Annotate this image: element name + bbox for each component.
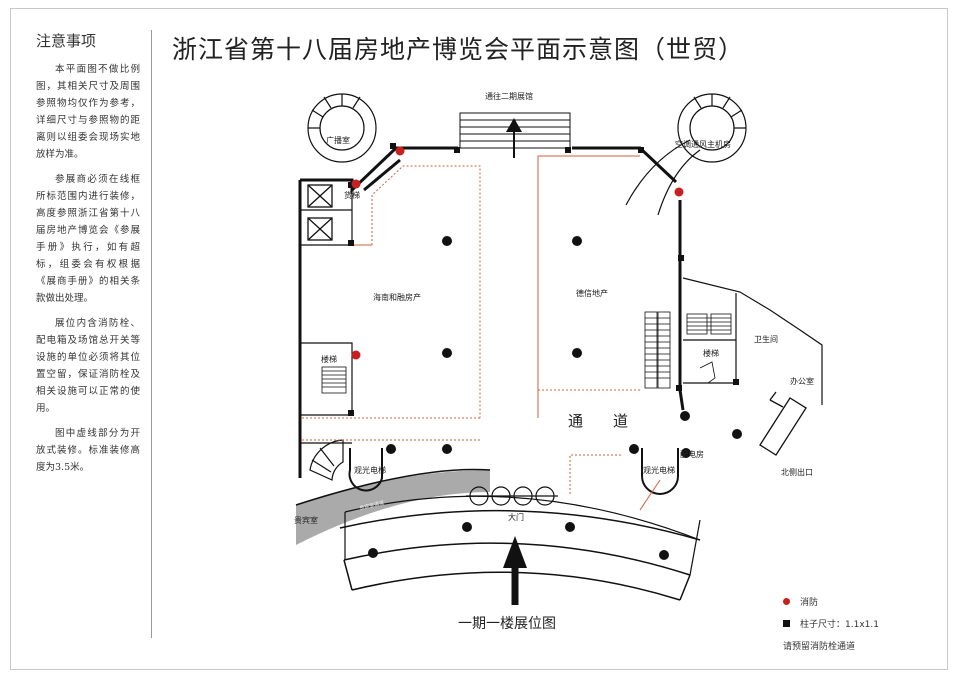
label-broadcast: 广播室 [326, 135, 350, 145]
notes-paragraph-4: 图中虚线部分为开放式装修。标准装修高度为3.5米。 [36, 428, 140, 473]
notes-paragraph-1: 本平面图不做比例图，其相关尺寸及周围参照物均仅作为参考，详细尺寸与参照物的距离则… [36, 64, 140, 160]
freight-elevators [307, 184, 333, 241]
notes-divider [151, 30, 152, 638]
label-elevator-left: 观光电梯 [354, 465, 386, 475]
legend-column-label: 柱子尺寸：1.1x1.1 [800, 619, 879, 630]
label-office: 办公室 [790, 376, 814, 386]
escalator [644, 311, 671, 389]
label-power-room: 配电房 [680, 449, 704, 459]
legend-hydrant: 消防 [783, 590, 879, 612]
label-booth-left: 海南和融房产 [373, 292, 421, 302]
label-booth-right: 德信地产 [576, 288, 608, 298]
stairs-left [321, 366, 347, 394]
booth-outlines [302, 155, 661, 511]
label-main-gate: 大门 [508, 512, 524, 522]
legend-note-text: 请预留消防栓通道 [783, 641, 856, 652]
notes-paragraph-2: 参展商必须在线框所标范围内进行装修，高度参照浙江省第十八届房地产博览会《参展手册… [36, 174, 140, 304]
page-title: 浙江省第十八届房地产博览会平面示意图（世贸） [172, 35, 745, 64]
elevator-right-shape [641, 448, 679, 495]
label-stairs-right: 楼梯 [703, 348, 719, 358]
label-freight-elevator: 货梯 [344, 190, 360, 200]
facade [295, 468, 701, 601]
legend-hydrant-label: 消防 [800, 597, 819, 608]
legend-note: 请预留消防栓通道 [783, 634, 879, 656]
fire-hydrants [351, 146, 684, 360]
column-icon [783, 619, 790, 627]
label-toilet: 卫生间 [754, 334, 778, 344]
notes-panel: 注意事项 本平面图不做比例图，其相关尺寸及周围参照物均仅作为参考，详细尺寸与参照… [36, 30, 140, 484]
vip-passage-band [296, 470, 490, 545]
label-ac-room: 空调通风主机房 [675, 139, 731, 149]
ac-duct [625, 139, 701, 216]
entrance-arrow-icon [503, 536, 527, 568]
stairs-right [686, 313, 732, 384]
label-corridor: 通 道 [568, 412, 628, 430]
legend-column: 柱子尺寸：1.1x1.1 [783, 612, 879, 634]
columns [348, 143, 739, 416]
column-dots [368, 236, 742, 560]
inner-lines [300, 180, 823, 576]
notes-paragraph-3: 展位内含消防栓、配电箱及场馆总开关等设施的单位必须将其位置空留，保证消防栓及相关… [36, 318, 140, 414]
label-north-exit: 北侧出口 [781, 467, 813, 477]
label-stairs-left: 楼梯 [321, 354, 337, 364]
label-vip-room: 贵宾室 [294, 515, 318, 525]
fire-hydrant-icon [783, 597, 790, 605]
main-gate-doors [466, 486, 558, 506]
label-elevator-right: 观光电梯 [643, 465, 675, 475]
notes-heading: 注意事项 [36, 32, 97, 50]
stair-circle-right [677, 93, 747, 163]
page-frame [10, 8, 948, 670]
up-arrow-icon [506, 118, 522, 132]
floor-title: 一期一楼展位图 [458, 616, 556, 632]
stair-circle-left [307, 93, 377, 163]
legend: 消防 柱子尺寸：1.1x1.1 请预留消防栓通道 [783, 590, 879, 656]
label-to-hall2: 通往二期展馆 [485, 91, 533, 101]
stair-circle-bottom-left [309, 439, 344, 481]
north-exit [759, 391, 807, 456]
